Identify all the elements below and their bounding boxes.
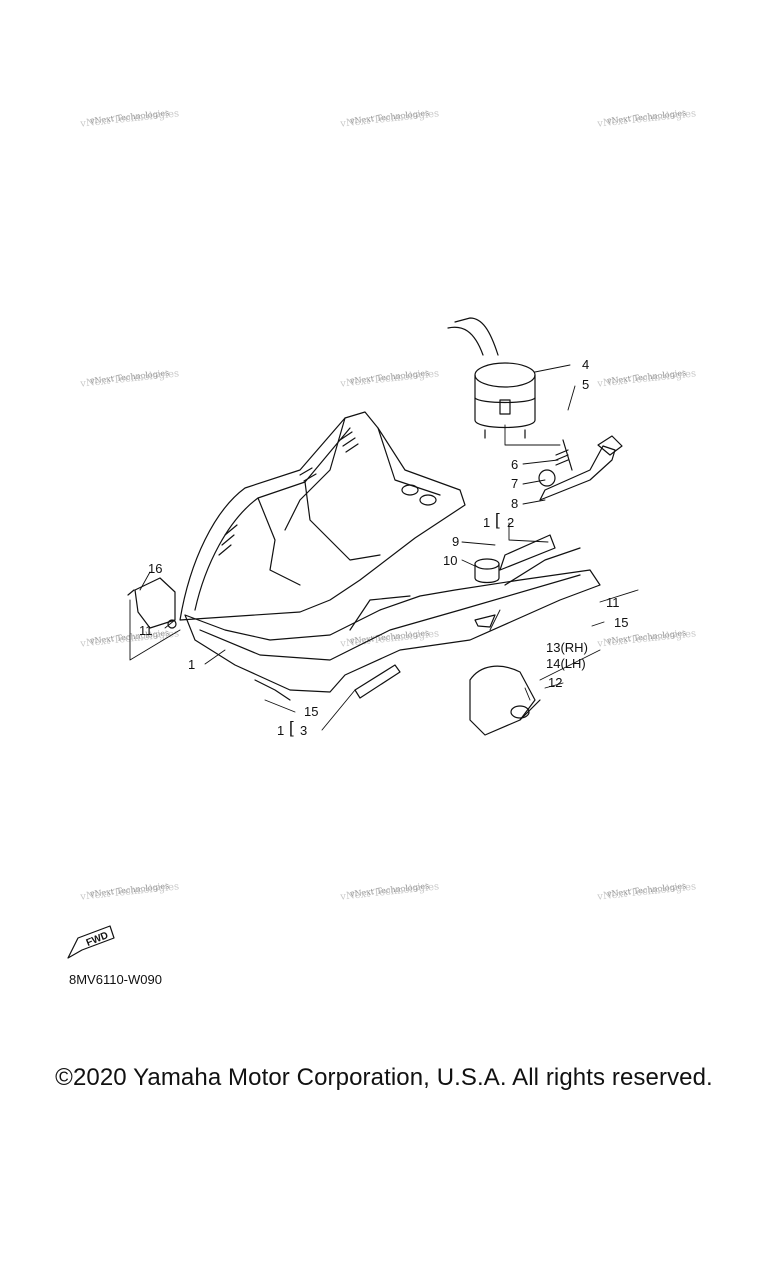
callout-4: 4 xyxy=(582,357,590,372)
callout-10: 10 xyxy=(443,553,458,568)
callout-13-rh: 13(RH) xyxy=(546,640,588,655)
callout-1-group-3: 1 xyxy=(277,723,285,738)
left-bracket-outline xyxy=(127,577,177,629)
bracket-outline xyxy=(538,435,623,501)
fwd-arrow-icon xyxy=(67,925,115,959)
callout-bracket-3: [ xyxy=(289,718,294,737)
cap-outline xyxy=(474,558,500,584)
callout-14-lh: 14(LH) xyxy=(546,656,586,671)
callout-2: 2 xyxy=(507,515,515,530)
callout-12: 12 xyxy=(548,675,563,690)
callout-9: 9 xyxy=(452,534,460,549)
callout-15-right: 15 xyxy=(614,615,629,630)
belly-pan-outline xyxy=(184,534,601,701)
callout-6: 6 xyxy=(511,457,519,472)
copyright-notice: ©2020 Yamaha Motor Corporation, U.S.A. A… xyxy=(55,1064,713,1091)
duct-outline xyxy=(469,665,541,736)
callout-16: 16 xyxy=(148,561,163,576)
callout-11-right: 11 xyxy=(606,595,620,610)
callout-11-left: 11 xyxy=(139,623,153,638)
diagram-code: 8MV6110-W090 xyxy=(69,972,162,987)
callout-5: 5 xyxy=(582,377,590,392)
callout-15-bottom: 15 xyxy=(304,704,319,719)
leader-lines xyxy=(129,364,639,731)
callout-1: 1 xyxy=(188,657,196,672)
callout-7: 7 xyxy=(511,476,519,491)
callout-1-group-2: 1 xyxy=(483,515,491,530)
callout-bracket-2: [ xyxy=(495,510,500,529)
callout-3: 3 xyxy=(300,723,308,738)
callout-8: 8 xyxy=(511,496,519,511)
airbox-outline xyxy=(447,317,536,439)
hood-outline xyxy=(179,411,466,621)
